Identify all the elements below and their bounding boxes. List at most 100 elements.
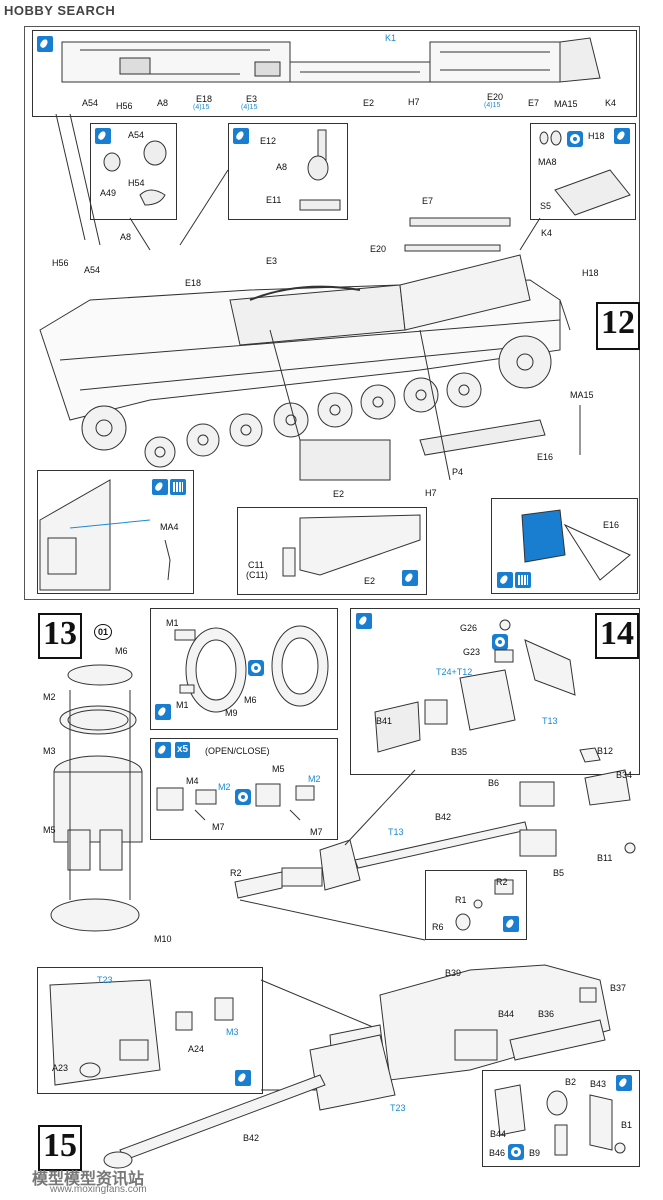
open-close-label: (OPEN/CLOSE) xyxy=(205,746,270,756)
label-A8: A8 xyxy=(276,162,288,172)
step-14-number: 14 xyxy=(595,613,639,659)
label-T23-box: T23 xyxy=(97,975,113,985)
label-E7: E7 xyxy=(528,98,540,108)
step-15-number: 15 xyxy=(38,1125,82,1171)
glue-icon xyxy=(155,704,171,720)
label-E18-ref: (4)15 xyxy=(193,104,210,111)
choice-icon xyxy=(567,131,583,147)
label-A24: A24 xyxy=(188,1044,205,1054)
step13-badge: 01 xyxy=(94,624,113,640)
label-B12: B12 xyxy=(597,746,614,756)
label-E3-ref: (4)15 xyxy=(241,104,258,111)
label-M2-left: M2 xyxy=(218,782,231,792)
label-E3: E3 xyxy=(246,94,258,104)
x5-badge: x5 xyxy=(175,742,191,758)
label-B34: B34 xyxy=(616,770,633,780)
label-B1: B1 xyxy=(621,1120,633,1130)
glue-icon xyxy=(235,1070,251,1086)
step-13-number: 13 xyxy=(38,613,82,659)
label-B11: B11 xyxy=(597,853,613,863)
label-E16: E16 xyxy=(603,520,620,530)
glue-icon xyxy=(152,479,168,495)
label-E2-hull: E2 xyxy=(333,489,345,499)
label-A54-hull: A54 xyxy=(84,265,101,275)
label-R6: R6 xyxy=(432,922,444,932)
glue-icon xyxy=(616,1075,632,1091)
label-M1-bottom: M1 xyxy=(176,700,189,710)
label-M1-top: M1 xyxy=(166,618,179,628)
glue-icon xyxy=(155,742,171,758)
label-B35: B35 xyxy=(451,747,468,757)
glue-icon xyxy=(37,36,53,52)
label-G23: G23 xyxy=(463,647,481,657)
label-E20-ref: (4)15 xyxy=(484,102,501,109)
label-B39: B39 xyxy=(445,968,462,978)
label-H54: H54 xyxy=(128,178,145,188)
glue-icon xyxy=(402,570,418,586)
label-A8: A8 xyxy=(157,98,169,108)
label-B41: B41 xyxy=(376,716,393,726)
choice-icon xyxy=(492,634,508,650)
label-M6: M6 xyxy=(244,695,257,705)
choice-icon xyxy=(508,1144,524,1160)
label-B42: B42 xyxy=(435,812,452,822)
label-B6: B6 xyxy=(488,778,500,788)
label-C11: C11 xyxy=(248,560,264,570)
label-R2: R2 xyxy=(496,877,508,887)
label-MA15: MA15 xyxy=(554,99,578,109)
label-MA4: MA4 xyxy=(160,522,179,532)
label-T24-T12: T24+T12 xyxy=(436,667,473,677)
c11-detail-box xyxy=(237,507,427,595)
step-12-number: 12 xyxy=(596,302,640,350)
label-R1: R1 xyxy=(455,895,467,905)
label-B43: B43 xyxy=(590,1079,607,1089)
label-A54: A54 xyxy=(82,98,99,108)
label-E2: E2 xyxy=(364,576,376,586)
header-watermark: HOBBY SEARCH xyxy=(0,0,663,20)
label-M7-left: M7 xyxy=(212,822,225,832)
e16-detail-box xyxy=(491,498,638,594)
label-T13: T13 xyxy=(542,716,558,726)
hobby-search-logo: HOBBY SEARCH xyxy=(4,3,116,18)
label-H56-hull: H56 xyxy=(52,258,69,268)
label-E18: E18 xyxy=(196,94,213,104)
label-B42-main: B42 xyxy=(243,1133,260,1143)
label-B36: B36 xyxy=(538,1009,555,1019)
glue-icon xyxy=(233,128,249,144)
label-M3-box: M3 xyxy=(226,1027,239,1037)
label-R2-barrel: R2 xyxy=(230,868,242,878)
choice-icon xyxy=(248,660,264,676)
label-B2: B2 xyxy=(565,1077,577,1087)
label-H56: H56 xyxy=(116,101,133,111)
label-H7-hull: H7 xyxy=(425,488,437,498)
label-H7: H7 xyxy=(408,97,420,107)
cn-watermark: 模型模型资讯站 xyxy=(32,1171,145,1188)
label-E18-hull: E18 xyxy=(185,278,202,288)
label-E3-hull: E3 xyxy=(266,256,278,266)
label-E12: E12 xyxy=(260,136,277,146)
label-E16-hull: E16 xyxy=(537,452,554,462)
label-M5: M5 xyxy=(43,825,56,835)
label-M3: M3 xyxy=(43,746,56,756)
label-B44: B44 xyxy=(498,1009,515,1019)
label-E20-hull: E20 xyxy=(370,244,387,254)
label-E7-hull: E7 xyxy=(422,196,434,206)
glue-icon xyxy=(356,613,372,629)
label-K4: K4 xyxy=(605,98,617,108)
label-M7-right: M7 xyxy=(310,827,323,837)
label-K1: K1 xyxy=(385,33,397,43)
label-MA15-hull: MA15 xyxy=(570,390,594,400)
label-M5-right: M5 xyxy=(272,764,285,774)
label-G26: G26 xyxy=(460,623,478,633)
label-M4: M4 xyxy=(186,776,199,786)
label-M2: M2 xyxy=(43,692,56,702)
paint-icon xyxy=(515,572,531,588)
glue-icon xyxy=(614,128,630,144)
label-A23: A23 xyxy=(52,1063,69,1073)
label-K4-hull: K4 xyxy=(541,228,553,238)
label-S5: S5 xyxy=(540,201,552,211)
label-MA8: MA8 xyxy=(538,157,557,167)
label-A54: A54 xyxy=(128,130,145,140)
label-M10: M10 xyxy=(154,934,172,944)
label-T23: T23 xyxy=(390,1103,406,1113)
